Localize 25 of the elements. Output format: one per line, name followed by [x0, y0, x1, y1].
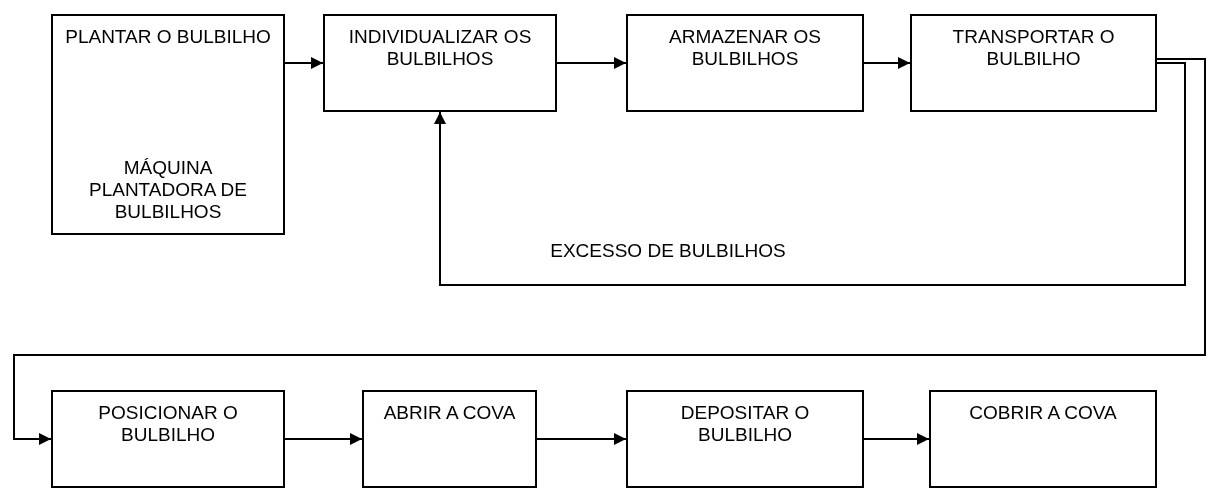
- arrow: [536, 433, 627, 445]
- process-box: [626, 390, 864, 488]
- box-text: INDIVIDUALIZAR OS BULBILHOS: [347, 26, 533, 70]
- arrow: [284, 433, 363, 445]
- box-text: TRANSPORTAR O BULBILHO: [951, 26, 1116, 70]
- process-box: [323, 14, 557, 112]
- process-box: [626, 14, 864, 112]
- arrow: [434, 62, 1186, 286]
- box-text: ARMAZENAR OS BULBILHOS: [668, 26, 822, 70]
- arrow: [863, 433, 930, 445]
- box-text: MÁQUINA PLANTADORA DE BULBILHOS: [88, 157, 248, 223]
- process-box: [51, 14, 285, 235]
- arrow: [556, 57, 627, 69]
- process-box: [910, 14, 1157, 112]
- box-text: COBRIR A COVA: [969, 402, 1117, 424]
- process-box: [362, 390, 537, 488]
- arrow: [284, 57, 324, 69]
- process-box: [51, 390, 285, 488]
- arrow: [13, 58, 1206, 445]
- box-text: POSICIONAR O BULBILHO: [97, 402, 239, 446]
- arrow: [863, 57, 911, 69]
- box-text: PLANTAR O BULBILHO: [65, 26, 271, 48]
- process-box: [929, 390, 1157, 488]
- box-text: DEPOSITAR O BULBILHO: [679, 402, 811, 446]
- box-text: ABRIR A COVA: [383, 402, 516, 424]
